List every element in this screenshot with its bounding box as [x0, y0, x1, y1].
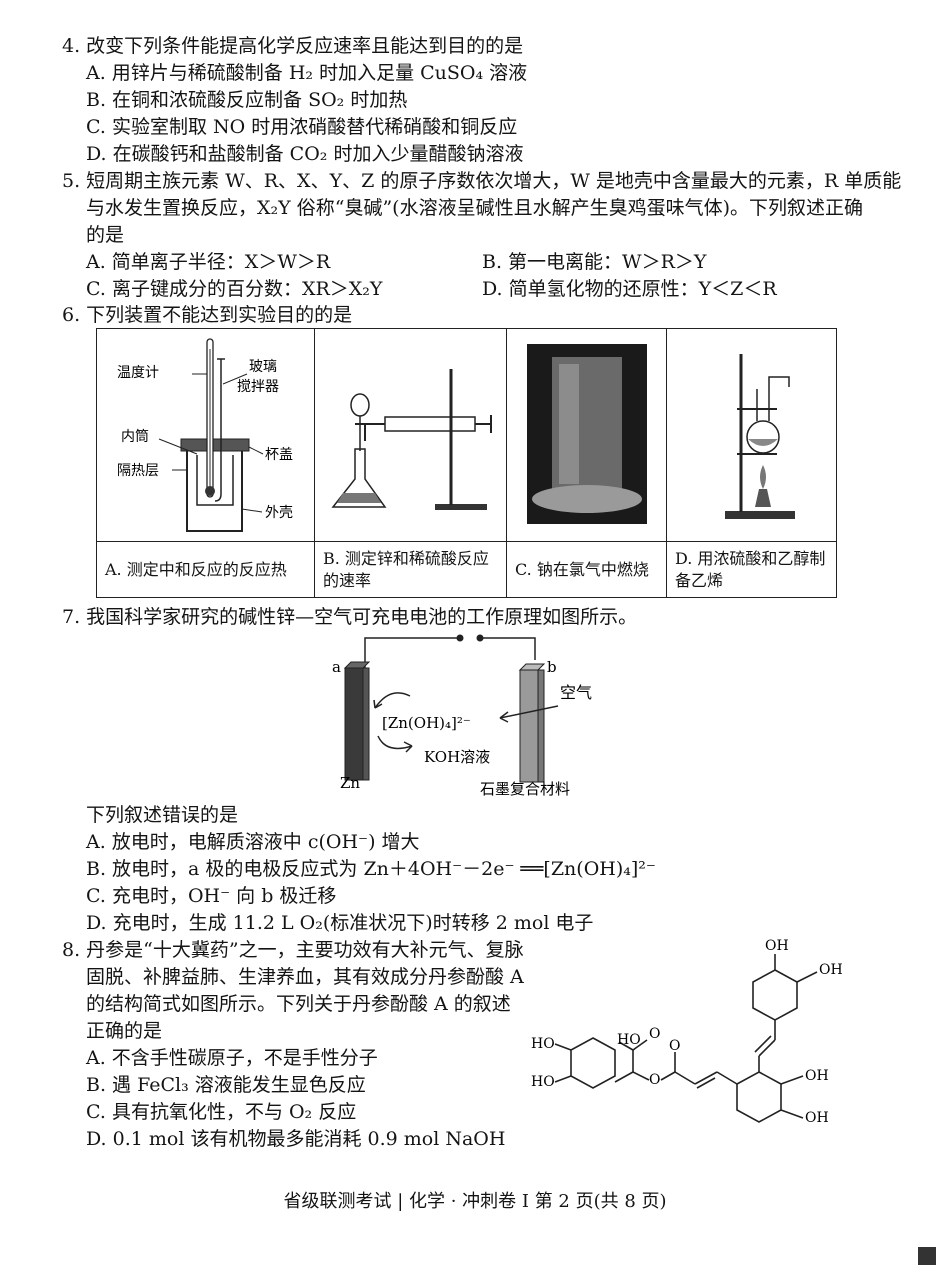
q8-option-a: A. 不含手性碳原子，不是手性分子: [86, 1047, 378, 1069]
q5-option-a: A. 简单离子半径：X＞W＞R: [86, 251, 331, 273]
q7-option-b: B. 放电时，a 极的电极反应式为 Zn＋4OH⁻－2e⁻ ══[Zn(OH)₄…: [86, 858, 656, 880]
q7-question: 下列叙述错误的是: [86, 804, 239, 826]
label-oh-3: OH: [805, 1068, 829, 1084]
gas-syringe-diagram: [331, 369, 492, 510]
calorimeter-cell: 温度计 玻璃 搅拌器 内筒 杯盖 隔热层 外壳: [96, 328, 315, 542]
label-carbonyl-o: O: [669, 1038, 680, 1054]
label-oh-6: HO: [531, 1074, 555, 1090]
label-air: 空气: [560, 683, 592, 702]
page-footer: 省级联测考试 | 化学 · 冲刺卷 Ⅰ 第 2 页(共 8 页): [283, 1191, 667, 1212]
label-thermometer: 温度计: [117, 365, 159, 381]
label-oh-2: OH: [819, 962, 843, 978]
label-electrode-b: b: [547, 658, 557, 676]
q8-option-c: C. 具有抗氧化性，不与 O₂ 反应: [86, 1101, 357, 1123]
q6-caption-d: D. 用浓硫酸和乙醇制备乙烯: [666, 541, 837, 598]
label-lid: 杯盖: [265, 447, 293, 463]
q7-option-c: C. 充电时，OH⁻ 向 b 极迁移: [86, 885, 337, 907]
salvianolic-acid-structure: OH OH OH OH HO HO HO O O O: [531, 938, 843, 1126]
sodium-chlorine-cell: [506, 328, 667, 542]
q6-apparatus-table: 温度计 玻璃 搅拌器 内筒 杯盖 隔热层 外壳: [96, 328, 837, 598]
rate-apparatus-cell: [314, 328, 507, 542]
qr-code-icon: [918, 1247, 936, 1265]
label-stirrer-2: 搅拌器: [237, 379, 279, 395]
label-insulation: 隔热层: [117, 463, 159, 479]
label-koh: KOH溶液: [424, 748, 490, 766]
q5-option-c: C. 离子键成分的百分数：XR＞X₂Y: [86, 278, 383, 300]
q4-option-c: C. 实验室制取 NO 时用浓硝酸替代稀硝酸和铜反应: [86, 116, 518, 138]
q6-stem: 6. 下列装置不能达到实验目的的是: [62, 304, 353, 326]
ethylene-cell: [666, 328, 837, 542]
q5-option-d: D. 简单氢化物的还原性：Y＜Z＜R: [482, 278, 777, 300]
q5-stem-3: 的是: [86, 224, 125, 246]
q8-stem-2: 固脱、补脾益肺、生津养血，其有效成分丹参酚酸 A: [86, 966, 524, 988]
calorimeter-diagram: 温度计 玻璃 搅拌器 内筒 杯盖 隔热层 外壳: [117, 338, 293, 532]
q7-stem: 7. 我国科学家研究的碱性锌—空气可充电电池的工作原理如图所示。: [62, 606, 638, 628]
q8-stem-4: 正确的是: [86, 1020, 163, 1042]
label-oh-1: OH: [765, 938, 789, 954]
label-acid-ho: HO: [617, 1032, 641, 1048]
q8-stem-1: 8. 丹参是“十大冀药”之一，主要功效有大补元气、复脉: [62, 939, 524, 961]
label-oh-4: OH: [805, 1110, 829, 1126]
q8-stem-3: 的结构简式如图所示。下列关于丹参酚酸 A 的叙述: [86, 993, 511, 1015]
q7-option-d: D. 充电时，生成 11.2 L O₂(标准状况下)时转移 2 mol 电子: [86, 912, 594, 934]
label-zincate-ion: [Zn(OH)₄]²⁻: [382, 714, 471, 732]
label-inner-cup: 内筒: [121, 428, 149, 445]
q4-option-d: D. 在碳酸钙和盐酸制备 CO₂ 时加入少量醋酸钠溶液: [86, 143, 524, 165]
q7-option-a: A. 放电时，电解质溶液中 c(OH⁻) 增大: [86, 831, 420, 853]
zinc-air-battery-diagram: a b 空气 [Zn(OH)₄]²⁻ KOH溶液 Zn 石墨复合材料: [332, 634, 592, 798]
label-graphite: 石墨复合材料: [480, 780, 570, 798]
q5-stem-1: 5. 短周期主族元素 W、R、X、Y、Z 的原子序数依次增大，W 是地壳中含量最…: [62, 170, 902, 192]
q8-option-d: D. 0.1 mol 该有机物最多能消耗 0.9 mol NaOH: [86, 1128, 506, 1150]
q6-caption-b: B. 测定锌和稀硫酸反应的速率: [314, 541, 507, 598]
label-electrode-a: a: [332, 658, 341, 676]
label-acid-o: O: [649, 1026, 660, 1042]
q6-caption-c: C. 钠在氯气中燃烧: [506, 541, 667, 598]
q4-stem: 4. 改变下列条件能提高化学反应速率且能达到目的的是: [62, 35, 524, 57]
q4-option-b: B. 在铜和浓硫酸反应制备 SO₂ 时加热: [86, 89, 408, 111]
ethylene-apparatus-diagram: [725, 354, 795, 519]
sodium-chlorine-photo: [527, 344, 647, 524]
q4-option-a: A. 用锌片与稀硫酸制备 H₂ 时加入足量 CuSO₄ 溶液: [86, 62, 528, 84]
label-stirrer-1: 玻璃: [249, 358, 277, 375]
q8-option-b: B. 遇 FeCl₃ 溶液能发生显色反应: [86, 1074, 366, 1096]
label-shell: 外壳: [265, 504, 293, 521]
label-oh-5: HO: [531, 1036, 555, 1052]
label-zn: Zn: [340, 774, 360, 792]
label-ester-o: O: [649, 1072, 660, 1088]
q6-caption-a: A. 测定中和反应的反应热: [96, 541, 315, 598]
q5-stem-2: 与水发生置换反应，X₂Y 俗称“臭碱”(水溶液呈碱性且水解产生臭鸡蛋味气体)。下…: [86, 197, 863, 219]
q5-option-b: B. 第一电离能：W＞R＞Y: [482, 251, 707, 273]
